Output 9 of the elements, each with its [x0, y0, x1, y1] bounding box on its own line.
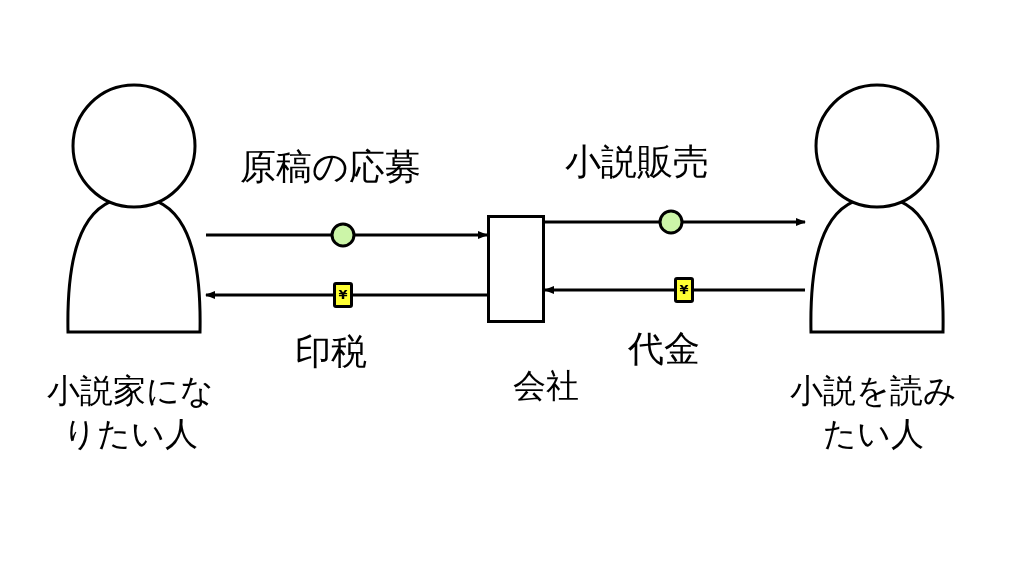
arrow — [544, 286, 805, 294]
node-label: 会社 — [511, 365, 580, 407]
arrow — [206, 231, 488, 239]
yen-badge: ¥ — [674, 277, 694, 303]
node-label: 小説を読みたい人 — [789, 370, 959, 455]
arrow — [205, 291, 487, 299]
arrow — [545, 218, 806, 226]
yen-badge: ¥ — [333, 282, 353, 308]
node-label: 小説家になりたい人 — [46, 370, 216, 455]
